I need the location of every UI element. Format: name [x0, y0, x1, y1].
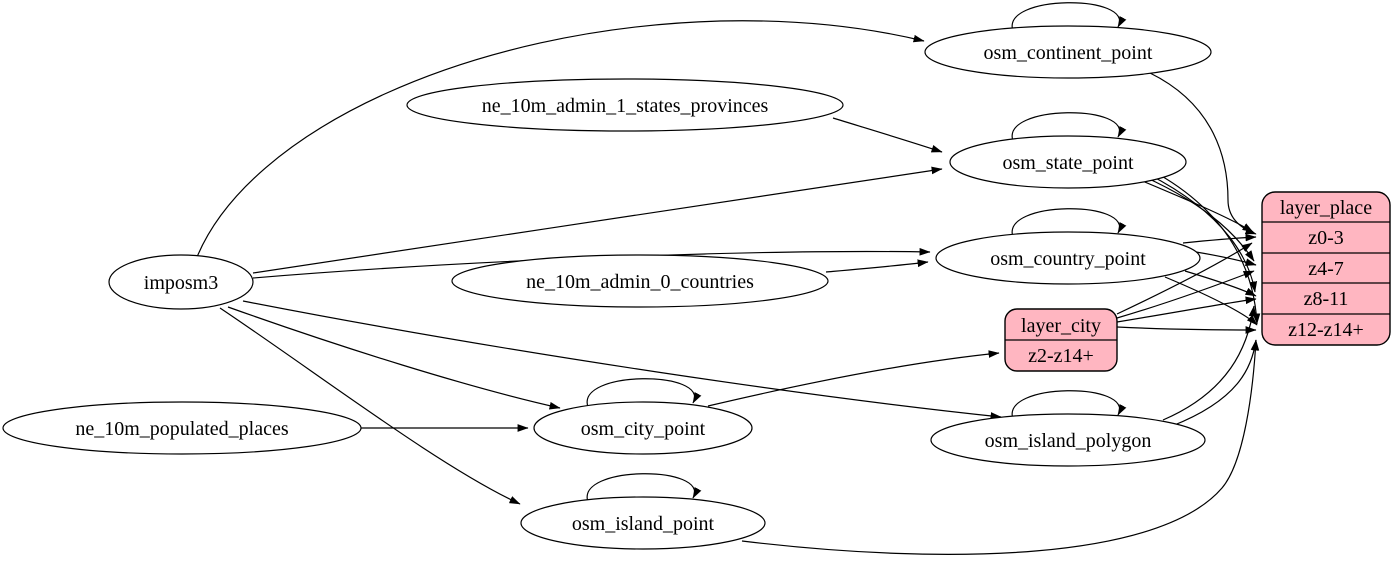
node-layer_place-box: [1261, 191, 1391, 346]
node-osm_island_point: osm_island_point: [520, 496, 766, 550]
node-ne_10m_admin_1_states_provinces: ne_10m_admin_1_states_provinces: [406, 78, 844, 132]
node-imposm3: imposm3: [108, 254, 254, 310]
edge-imposm3-osm_continent_point: [196, 20, 925, 258]
node-ne_10m_admin_1_states_provinces-label: ne_10m_admin_1_states_provinces: [482, 95, 769, 117]
edge-ne_10m_admin_0_countries-osm_country_point: [825, 259, 929, 273]
node-ne_10m_admin_0_countries: ne_10m_admin_0_countries: [451, 254, 829, 308]
node-osm_continent_point-label: osm_continent_point: [984, 42, 1153, 64]
node-layer_place-row-z12-z14: z12-z14+: [1288, 319, 1364, 341]
node-layer_place-row-z4-7: z4-7: [1308, 258, 1344, 280]
edge-self-osm_state_point: [1011, 112, 1127, 142]
edge-self-osm_city_point: [586, 378, 702, 408]
node-osm_island_polygon: osm_island_polygon: [930, 413, 1206, 467]
node-ne_10m_admin_0_countries-label: ne_10m_admin_0_countries: [526, 271, 754, 293]
node-imposm3-shape: [108, 254, 254, 310]
edge-self-osm_island_point: [586, 473, 702, 503]
edge-imposm3-osm_island_polygon: [242, 300, 1002, 420]
edge-ne_10m_admin_1_states_provinces-osm_state_point: [832, 117, 943, 153]
node-ne_10m_admin_1_states_provinces-shape: [406, 78, 844, 132]
node-layer_city-title: layer_city: [1021, 315, 1101, 337]
node-osm_island_polygon-label: osm_island_polygon: [985, 430, 1152, 452]
node-layer_place-row-z0-3: z0-3: [1308, 227, 1344, 249]
node-imposm3-label: imposm3: [144, 272, 218, 294]
node-osm_state_point: osm_state_point: [949, 135, 1187, 189]
edge-self-osm_country_point: [1011, 208, 1127, 238]
edge-layer_city-z4-7: [1116, 270, 1255, 319]
edge-osm_state_point-z0-3: [1139, 179, 1254, 233]
edge-self-osm_continent_point: [1011, 2, 1127, 32]
node-osm_island_polygon-shape: [930, 413, 1206, 467]
node-osm_island_point-shape: [520, 496, 766, 550]
edge-osm_state_point-z8-11: [1147, 173, 1258, 293]
node-osm_continent_point: osm_continent_point: [924, 25, 1212, 79]
node-layer_place-title: layer_place: [1280, 197, 1372, 219]
edge-osm_country_point-z12-z14: [1164, 276, 1258, 326]
edge-osm_country_point-z0-3: [1182, 233, 1257, 244]
edge-osm_country_point-z8-11: [1184, 270, 1257, 297]
edge-layer_city-z8-11: [1116, 296, 1257, 323]
node-ne_10m_admin_0_countries-shape: [451, 254, 829, 308]
edge-layer_city-z12-z14: [1116, 326, 1257, 334]
edge-layer_city-z0-3: [1116, 242, 1253, 315]
node-ne_10m_populated_places-label: ne_10m_populated_places: [75, 418, 288, 440]
edge-self-osm_island_polygon: [1011, 390, 1127, 420]
edge-osm_state_point-z4-7: [1144, 176, 1255, 262]
edge-imposm3-osm_island_point: [219, 307, 521, 505]
node-osm_country_point-label: osm_country_point: [990, 248, 1146, 270]
edge-imposm3-osm_city_point: [227, 306, 561, 410]
edge-imposm3-osm_state_point: [252, 166, 943, 274]
node-layer_city: layer_city z2-z14+: [1004, 308, 1118, 372]
edge-osm_island_polygon-z8-11: [1162, 305, 1257, 421]
node-osm_island_point-label: osm_island_point: [572, 513, 715, 535]
node-osm_state_point-shape: [949, 135, 1187, 189]
node-osm_city_point: osm_city_point: [533, 401, 753, 455]
node-layer_city-row-z2-z14: z2-z14+: [1028, 345, 1094, 367]
edge-osm_island_point-z12-z14: [741, 339, 1260, 555]
node-osm_state_point-label: osm_state_point: [1002, 152, 1134, 174]
node-osm_country_point: osm_country_point: [935, 231, 1201, 285]
node-osm_city_point-shape: [533, 401, 753, 455]
edge-osm_city_point-layer_city-z2-z14: [707, 350, 1000, 407]
edges: [196, 2, 1261, 555]
node-ne_10m_populated_places: ne_10m_populated_places: [2, 401, 362, 455]
edge-osm_country_point-z4-7: [1195, 251, 1257, 266]
node-layer_place: layer_place z0-3 z4-7 z8-11 z12-z14+: [1261, 191, 1391, 346]
node-osm_country_point-shape: [935, 231, 1201, 285]
node-osm_city_point-label: osm_city_point: [581, 418, 706, 440]
node-ne_10m_populated_places-shape: [2, 401, 362, 455]
node-osm_continent_point-shape: [924, 25, 1212, 79]
node-layer_place-row-z8-11: z8-11: [1304, 288, 1349, 310]
edge-osm_island_polygon-z12-z14: [1171, 339, 1259, 427]
